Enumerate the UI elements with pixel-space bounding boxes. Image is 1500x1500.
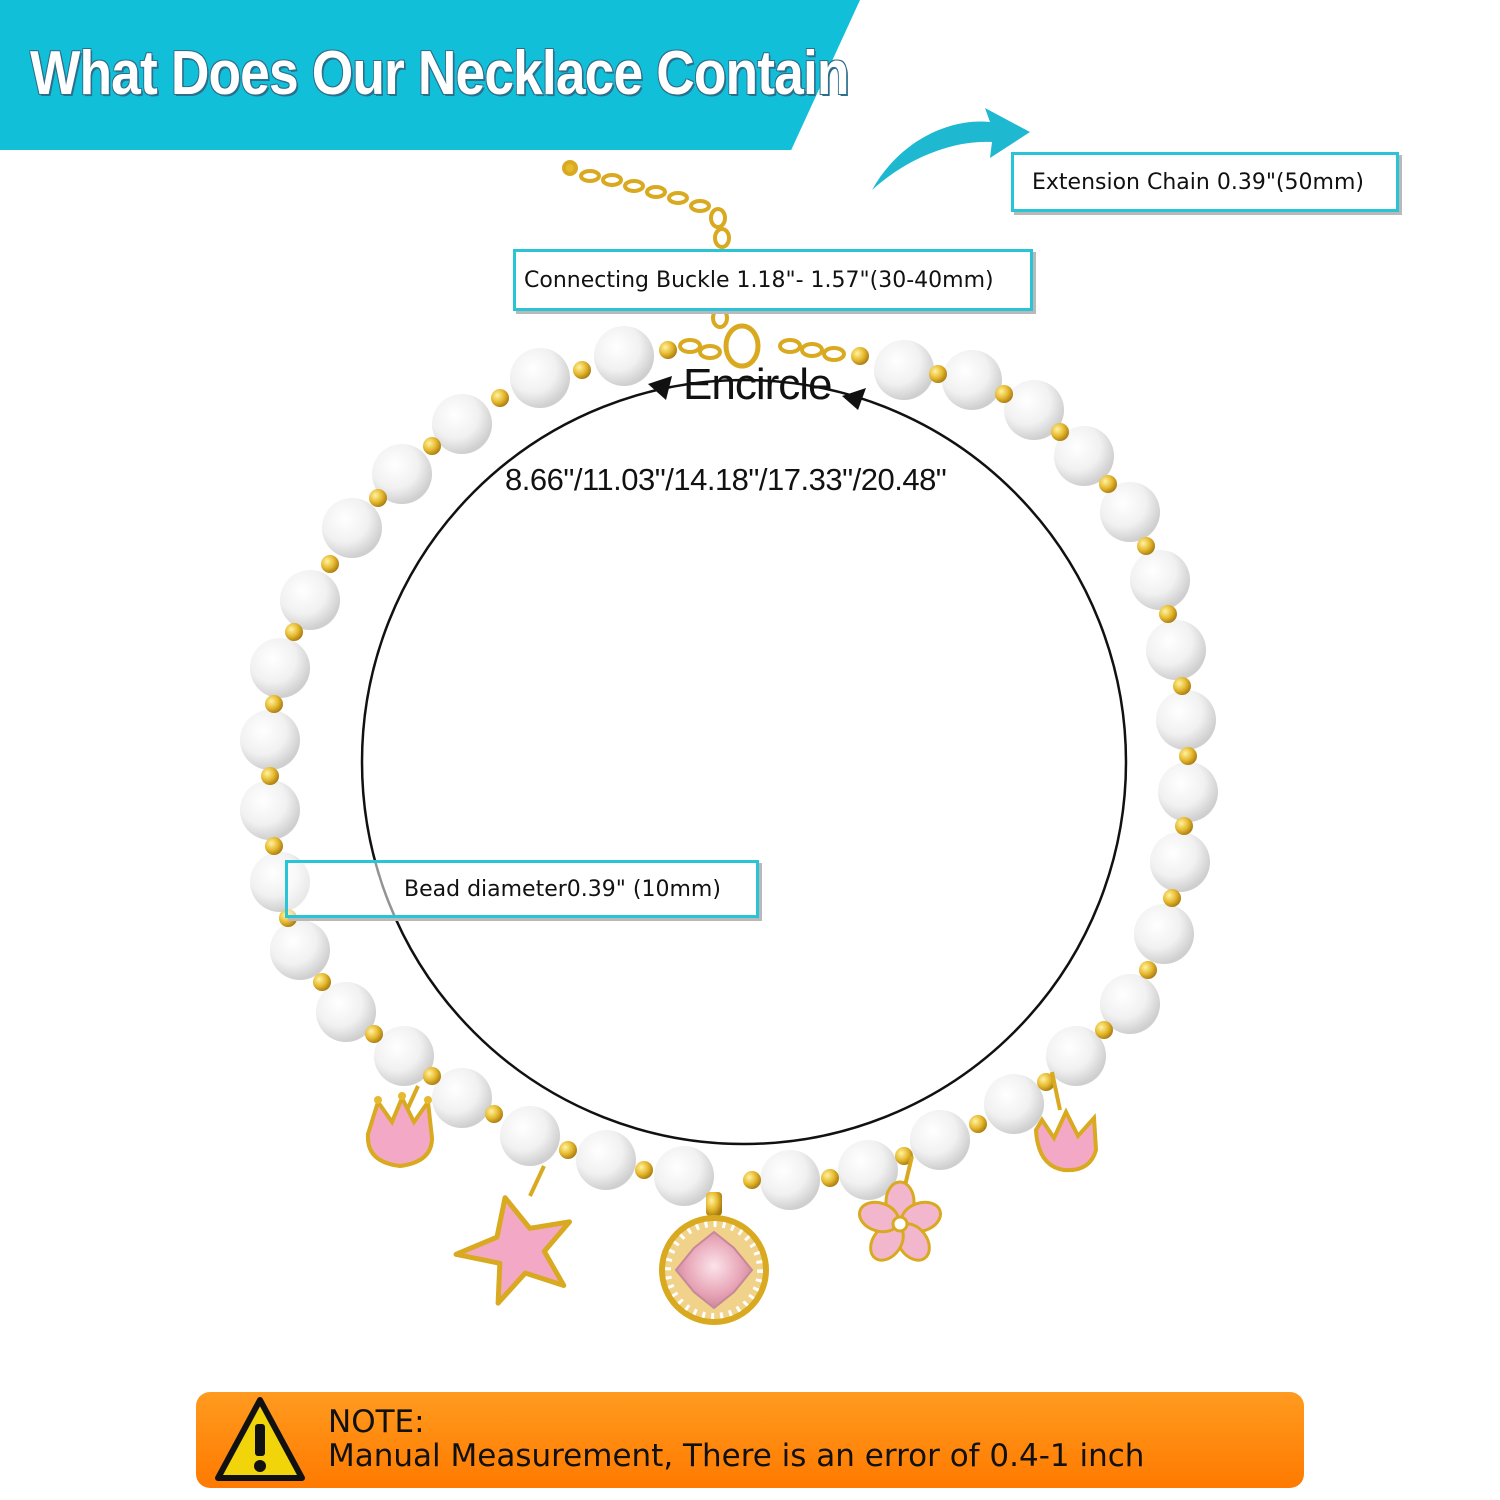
connecting-buckle-text: Connecting Buckle 1.18"- 1.57"(30-40mm) — [524, 267, 994, 293]
extension-chain-label: Extension Chain 0.39"(50mm) — [1011, 152, 1399, 212]
crown-charm-right — [1033, 1071, 1099, 1173]
note-title: NOTE: — [328, 1404, 425, 1440]
crown-charm-left — [365, 1085, 435, 1169]
starfish-charm — [453, 1165, 573, 1306]
connecting-buckle — [659, 323, 869, 369]
header-banner — [0, 0, 860, 150]
warning-icon — [215, 1397, 305, 1481]
curved-arrow-icon — [872, 108, 1030, 190]
bead-diameter-label: Bead diameter0.39" (10mm) — [285, 860, 759, 918]
note-banner — [196, 1392, 1304, 1488]
flower-charm — [857, 1155, 943, 1262]
encircle-arrow-left — [648, 376, 672, 400]
note-text: Manual Measurement, There is an error of… — [328, 1438, 1145, 1474]
connecting-buckle-label: Connecting Buckle 1.18"- 1.57"(30-40mm) — [513, 249, 1033, 311]
crystal-pendant — [659, 1192, 769, 1325]
gold-spacer-beads — [261, 361, 1197, 1189]
encircle-label: Encircle — [683, 360, 832, 409]
bead-diameter-text: Bead diameter0.39" (10mm) — [404, 876, 721, 902]
extension-chain-text: Extension Chain 0.39"(50mm) — [1032, 169, 1364, 195]
circumference-sizes: 8.66"/11.03"/14.18"/17.33"/20.48" — [505, 462, 947, 497]
pearl-strand — [240, 326, 1218, 1210]
encircle-arrow-right — [842, 388, 866, 410]
encircle-measurement-circle — [360, 378, 1128, 1146]
page-title: What Does Our Necklace Contain — [30, 39, 849, 108]
